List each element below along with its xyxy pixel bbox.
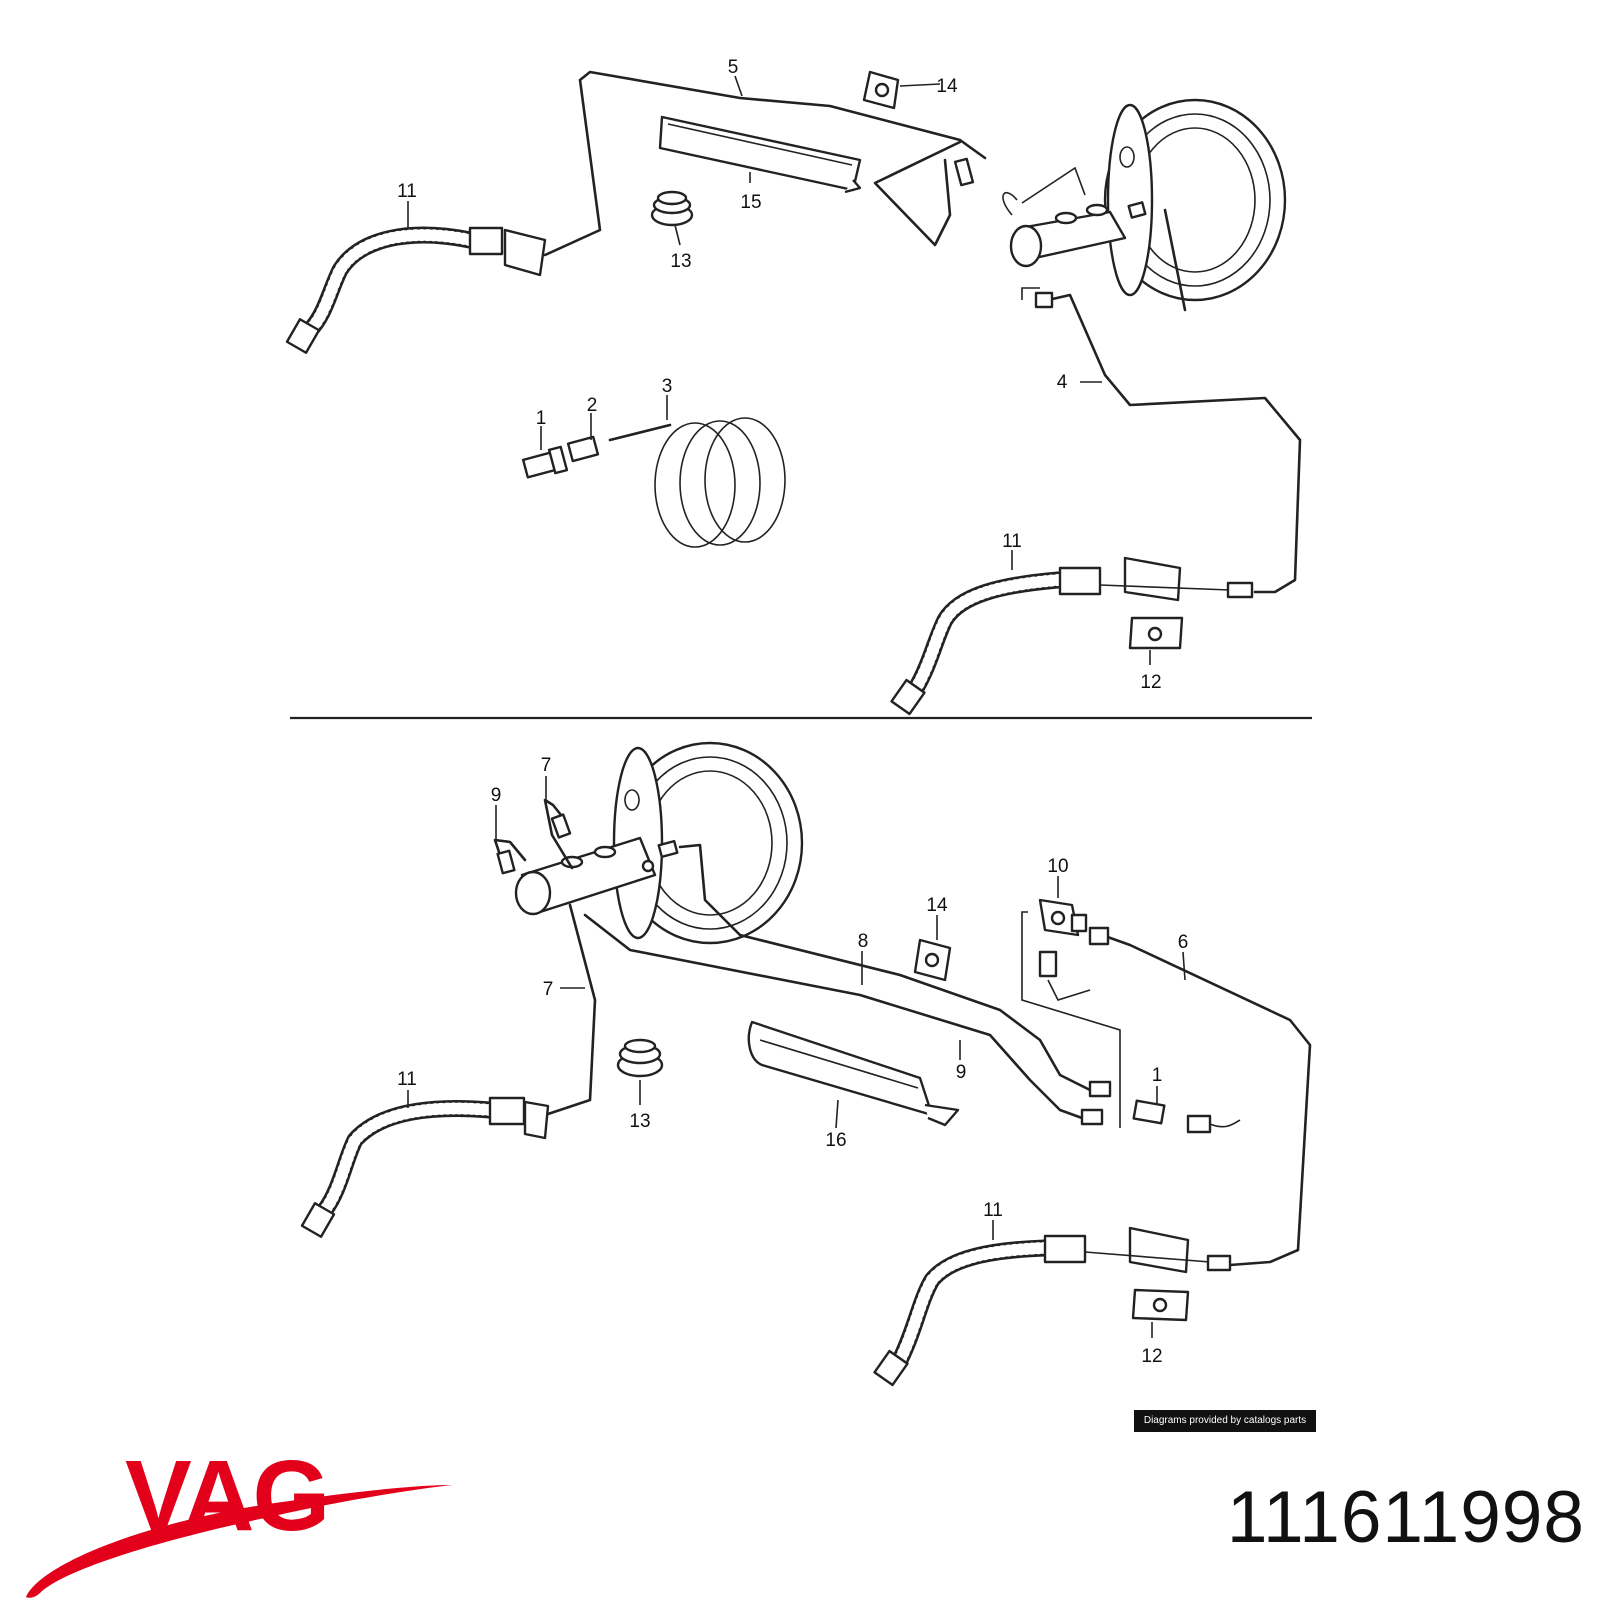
brake-pipe-5-loop (873, 140, 962, 247)
brand-name: VAG (125, 1445, 328, 1552)
pipe-coil-3 (608, 417, 786, 548)
callout-6: 6 (1178, 932, 1189, 953)
master-cylinder-lower (514, 836, 679, 916)
part-number: 111611998 (1226, 1477, 1585, 1558)
callout-13: 13 (670, 251, 691, 272)
lower-leaders (407, 776, 1186, 1338)
grommet-13-lower (616, 1038, 664, 1078)
brake-hose-11-lower-left (300, 1096, 550, 1238)
brake-hose-11-lower-right (873, 1226, 1232, 1387)
clip-14-lower (913, 938, 952, 982)
brake-pipe-7-upper (543, 798, 574, 870)
brake-pipe-7-lower (543, 903, 597, 1117)
callout-9: 9 (491, 785, 502, 806)
callout-7: 7 (541, 755, 552, 776)
callout-1: 1 (536, 408, 547, 429)
upper-callouts: 5 14 15 13 11 4 1 2 3 11 12 (397, 57, 1161, 693)
lower-callouts: 7 9 10 14 8 6 7 11 13 9 16 1 11 12 (397, 755, 1188, 1367)
callout-15: 15 (740, 192, 761, 213)
grommet-13-upper (650, 190, 694, 227)
heat-shield-16 (747, 1020, 960, 1127)
callout-12: 12 (1140, 672, 1161, 693)
callout-12b: 12 (1141, 1346, 1162, 1367)
upper-leaders (407, 75, 1151, 665)
brake-pipe-9-long (583, 913, 1084, 1120)
diagram-credit: Diagrams provided by catalogs parts (1134, 1410, 1316, 1432)
callout-16: 16 (825, 1130, 846, 1151)
callout-3: 3 (662, 376, 673, 397)
callout-9b: 9 (956, 1062, 967, 1083)
clip-14-upper (862, 70, 900, 110)
union-2 (566, 435, 600, 463)
callout-2: 2 (587, 395, 598, 416)
brake-hose-11-upper-left (285, 226, 547, 354)
callout-11d: 11 (983, 1200, 1003, 1221)
callout-8: 8 (858, 931, 869, 952)
brake-pipe-9-upper (493, 838, 527, 862)
brake-pipe-4 (1046, 293, 1302, 594)
bracket-12-upper (1128, 616, 1184, 650)
union-1-lower (1132, 1099, 1241, 1134)
bracket-12-lower (1131, 1288, 1190, 1322)
brake-pipe-8 (678, 843, 1092, 1092)
heat-shield-15 (658, 115, 862, 194)
brake-pipe-5 (543, 70, 987, 257)
union-1 (521, 445, 569, 479)
callout-13b: 13 (629, 1111, 650, 1132)
callout-5: 5 (728, 57, 739, 78)
brake-hose-11-upper-right (890, 556, 1254, 716)
master-cylinder-upper (1002, 166, 1147, 300)
callout-10: 10 (1047, 856, 1068, 877)
callout-14: 14 (936, 76, 958, 97)
callout-4: 4 (1057, 372, 1068, 393)
lower-assembly (300, 741, 1312, 1387)
tee-piece-10 (1021, 898, 1121, 1128)
upper-assembly (285, 70, 1302, 716)
vag-logo: VAG (26, 1445, 452, 1598)
callout-11c: 11 (397, 1069, 417, 1090)
callout-1b: 1 (1152, 1065, 1163, 1086)
callout-7b: 7 (543, 979, 554, 1000)
callout-11: 11 (397, 181, 417, 202)
callout-14b: 14 (926, 895, 948, 916)
brake-booster-upper (1103, 98, 1287, 312)
callout-11b: 11 (1002, 531, 1022, 552)
brake-pipe-6 (1100, 933, 1312, 1267)
